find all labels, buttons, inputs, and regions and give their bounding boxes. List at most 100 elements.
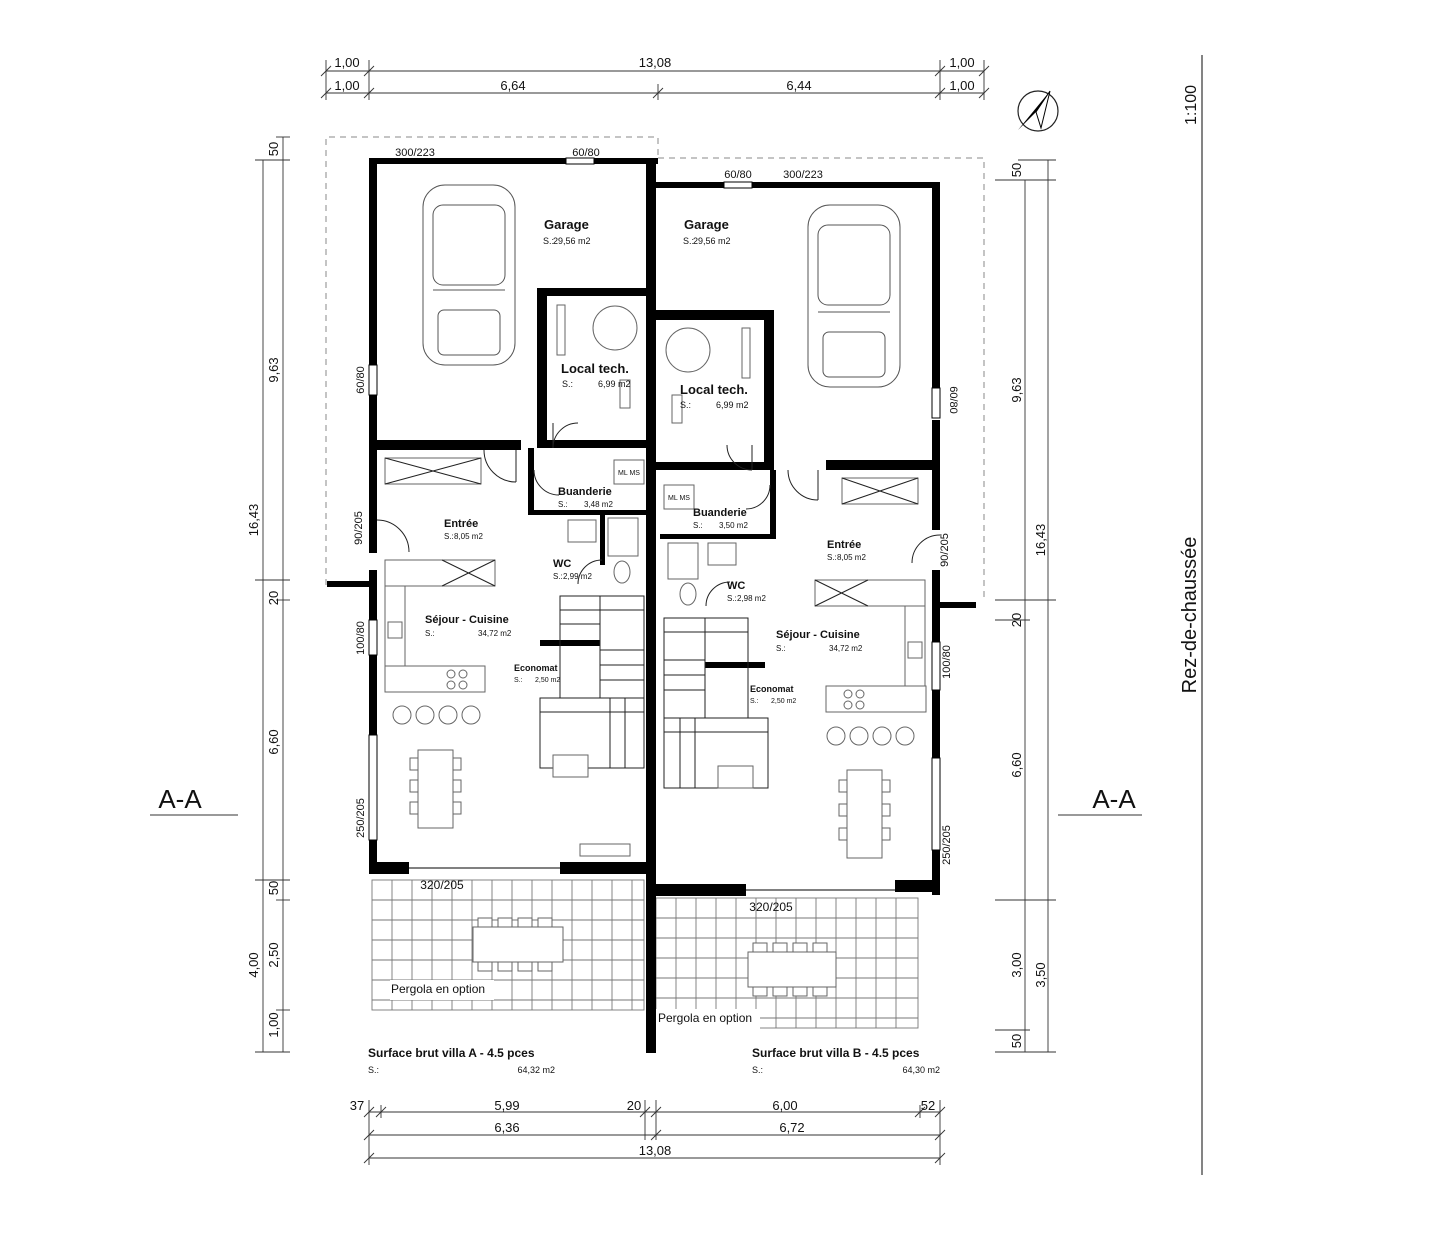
dim-right-inner-5: 3,00 bbox=[1009, 952, 1024, 977]
room-b-economat-s: S.: bbox=[750, 698, 759, 705]
dim-right-inner-4: 6,60 bbox=[1009, 752, 1024, 777]
car-icon-b bbox=[807, 204, 901, 388]
room-a-tech-area: 6,99 m2 bbox=[598, 379, 631, 389]
label-a-entry: 90/205 bbox=[353, 511, 365, 545]
room-b-entree-s: S.: bbox=[827, 553, 837, 562]
label-b-entry: 90/205 bbox=[939, 533, 951, 567]
label-a-garage-door: 300/223 bbox=[395, 147, 435, 159]
dim-top-1-right: 1,00 bbox=[949, 55, 974, 70]
dim-left-outer-1: 16,43 bbox=[246, 504, 261, 537]
opening-labels: 300/223 60/80 60/80 300/223 60/80 60/80 … bbox=[353, 147, 959, 914]
room-a-buanderie: Buanderie bbox=[558, 486, 612, 498]
dim-right-outer-2: 3,50 bbox=[1033, 962, 1048, 987]
dim-top-1-total: 13,08 bbox=[639, 55, 672, 70]
fixtures: ML MS ML MS bbox=[384, 184, 927, 859]
dim-bottom-1-d: 6,00 bbox=[772, 1098, 797, 1113]
dim-top-2-a: 6,64 bbox=[500, 78, 525, 93]
dim-left-inner-2: 9,63 bbox=[266, 357, 281, 382]
terrace-a: Pergola en option bbox=[371, 879, 645, 1011]
room-a-entree: Entrée bbox=[444, 518, 478, 530]
dim-left-inner-6: 2,50 bbox=[266, 942, 281, 967]
room-b-tech: Local tech. bbox=[680, 382, 748, 397]
room-a-wc: WC bbox=[553, 558, 571, 570]
dim-left-inner-3: 20 bbox=[266, 591, 281, 605]
label-a-terrace: 320/205 bbox=[420, 878, 464, 892]
dim-right-inner-3: 20 bbox=[1009, 613, 1024, 627]
car-icon-a bbox=[422, 184, 516, 366]
room-b-tech-s: S.: bbox=[680, 400, 691, 410]
room-a-economat: Economat bbox=[514, 663, 558, 673]
room-a-economat-area: 2,50 m2 bbox=[535, 677, 560, 684]
svg-text:A-A: A-A bbox=[158, 784, 202, 814]
dim-bottom-1-b: 5,99 bbox=[494, 1098, 519, 1113]
room-b-economat-area: 2,50 m2 bbox=[771, 698, 796, 705]
appliance-b: ML MS bbox=[668, 495, 690, 502]
dim-left-inner-5: 50 bbox=[266, 881, 281, 895]
summary-a-title: Surface brut villa A - 4.5 pces bbox=[368, 1046, 535, 1060]
dim-top-2-left: 1,00 bbox=[334, 78, 359, 93]
label-b-terrace: 320/205 bbox=[749, 900, 793, 914]
room-b-sejour: Séjour - Cuisine bbox=[776, 629, 860, 641]
section-marker-right: A-A bbox=[1058, 784, 1142, 816]
north-arrow-icon bbox=[1017, 90, 1059, 132]
dim-bottom-1-a: 37 bbox=[350, 1098, 364, 1113]
dim-right-inner-2: 9,63 bbox=[1009, 377, 1024, 402]
pergola-label-b: Pergola en option bbox=[658, 1011, 752, 1025]
room-b-garage-area: 29,56 m2 bbox=[693, 236, 731, 246]
dim-bottom-1-e: 52 bbox=[921, 1098, 935, 1113]
room-a-garage-area: 29,56 m2 bbox=[553, 236, 591, 246]
label-b-side-garage: 60/80 bbox=[947, 386, 959, 414]
top-dimensions: 1,00 13,08 1,00 1,00 6,64 6,44 1,00 bbox=[320, 55, 990, 100]
dim-bottom-2-b: 6,72 bbox=[779, 1120, 804, 1135]
svg-text:A-A: A-A bbox=[1092, 784, 1136, 814]
bottom-dimensions: 37 5,99 20 6,00 52 6,36 6,72 13,08 bbox=[350, 1098, 946, 1165]
room-a-garage: Garage bbox=[544, 217, 589, 232]
dim-right-inner-6: 50 bbox=[1009, 1034, 1024, 1048]
room-b-garage-s: S.: bbox=[683, 236, 694, 246]
dim-bottom-1-c: 20 bbox=[627, 1098, 641, 1113]
rooms-villa-a: Garage S.: 29,56 m2 Local tech. S.: 6,99… bbox=[425, 217, 631, 684]
section-marker-left: A-A bbox=[150, 784, 238, 816]
room-a-sejour-s: S.: bbox=[425, 629, 435, 638]
room-b-wc: WC bbox=[727, 580, 745, 592]
room-b-buanderie: Buanderie bbox=[693, 507, 747, 519]
dim-bottom-3: 13,08 bbox=[639, 1143, 672, 1158]
room-b-wc-area: 2,98 m2 bbox=[737, 594, 766, 603]
label-a-living: 250/205 bbox=[355, 798, 367, 838]
room-b-garage: Garage bbox=[684, 217, 729, 232]
label-b-garage-door: 300/223 bbox=[783, 169, 823, 181]
room-a-wc-area: 2,99 m2 bbox=[563, 572, 592, 581]
room-b-sejour-s: S.: bbox=[776, 644, 786, 653]
terrace-b: Pergola en option bbox=[655, 897, 919, 1029]
room-b-entree-area: 8,05 m2 bbox=[837, 553, 866, 562]
room-a-sejour: Séjour - Cuisine bbox=[425, 614, 509, 626]
summary-a-area: 64,32 m2 bbox=[517, 1065, 555, 1075]
dim-right-inner-1: 50 bbox=[1009, 163, 1024, 177]
openings bbox=[368, 157, 941, 891]
dim-top-1-left: 1,00 bbox=[334, 55, 359, 70]
room-a-economat-s: S.: bbox=[514, 677, 523, 684]
room-b-entree: Entrée bbox=[827, 539, 861, 551]
left-dimensions: 16,43 4,00 50 9,63 20 6,60 50 2,50 1,00 bbox=[246, 136, 290, 1053]
room-b-buanderie-area: 3,50 m2 bbox=[719, 521, 748, 530]
summary-b-s: S.: bbox=[752, 1065, 763, 1075]
room-a-buanderie-area: 3,48 m2 bbox=[584, 500, 613, 509]
property-outline bbox=[325, 136, 985, 598]
summary-b-title: Surface brut villa B - 4.5 pces bbox=[752, 1046, 920, 1060]
room-a-sejour-area: 34,72 m2 bbox=[478, 629, 512, 638]
summary-a: Surface brut villa A - 4.5 pces S.: 64,3… bbox=[368, 1046, 555, 1075]
label-b-kitchen: 100/80 bbox=[941, 645, 953, 679]
summary-a-s: S.: bbox=[368, 1065, 379, 1075]
dim-left-outer-2: 4,00 bbox=[246, 952, 261, 977]
floor-title: Rez-de-chaussée bbox=[1179, 537, 1201, 694]
summary-b: Surface brut villa B - 4.5 pces S.: 64,3… bbox=[752, 1046, 940, 1075]
label-b-living: 250/205 bbox=[941, 825, 953, 865]
label-a-side-garage: 60/80 bbox=[355, 366, 367, 394]
scale-label: 1:100 bbox=[1183, 85, 1200, 125]
room-b-wc-s: S.: bbox=[727, 594, 737, 603]
summary-b-area: 64,30 m2 bbox=[902, 1065, 940, 1075]
room-b-economat: Economat bbox=[750, 684, 794, 694]
room-a-tech: Local tech. bbox=[561, 361, 629, 376]
dim-right-outer-1: 16,43 bbox=[1033, 524, 1048, 557]
room-a-wc-s: S.: bbox=[553, 572, 563, 581]
